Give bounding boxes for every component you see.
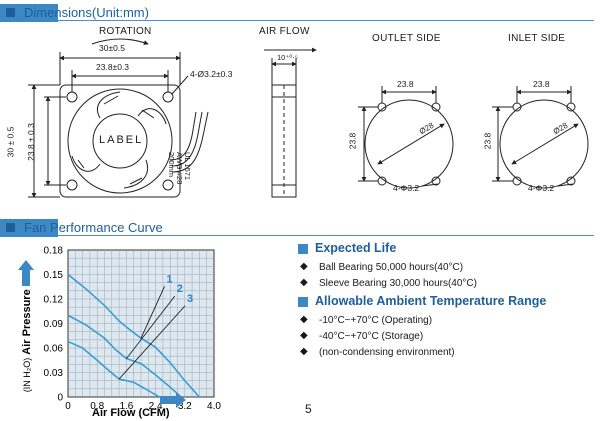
chart-ticks: 0 0.8 1.6 2.4 3.2 4.0 0 0.03 0.06 0.09 0.12 0.15 0.1… — [44, 246, 222, 413]
y-tick-label: 0.09 — [44, 319, 64, 330]
y-axis-unit: (IN H₂O) — [22, 358, 32, 393]
curve-label-1: 1 — [167, 273, 173, 285]
fan-front-view — [28, 38, 209, 198]
cable-spec: UL 1571 AWG #28 200mm — [167, 152, 192, 185]
dimension-drawings — [28, 38, 589, 198]
cable-line-1: UL 1571 — [183, 152, 192, 181]
x-tick-label: 4.0 — [207, 401, 221, 412]
ambient-item-3: (non-condensing environment) — [319, 347, 455, 358]
dimensions-section-header: Dimensions(Unit:mm) — [0, 4, 600, 22]
header-rule — [58, 20, 594, 21]
expected-life-title: Expected Life — [315, 241, 397, 255]
header-square-icon — [6, 8, 15, 17]
x-axis-arrow-icon — [160, 392, 186, 408]
ambient-title: Allowable Ambient Temperature Range — [315, 294, 547, 308]
curve-pointers: 123 — [118, 273, 193, 380]
diamond-bullet-icon: ◆ — [300, 261, 308, 272]
curve-1 — [67, 273, 200, 398]
chart-grid — [68, 250, 214, 397]
pointer-line-2 — [126, 295, 176, 359]
pointer-line-1 — [140, 286, 165, 339]
dimensions-title: Dimensions(Unit:mm) — [24, 5, 149, 20]
x-tick-label: 1.6 — [119, 401, 133, 412]
dim-30-left: 30 ± 0.5 — [5, 126, 16, 158]
performance-section-header: Fan Performance Curve — [0, 219, 600, 237]
y-tick-label: 0.18 — [44, 246, 64, 257]
inlet-side-view — [492, 86, 589, 189]
diamond-bullet-icon: ◆ — [300, 346, 308, 357]
cable-line-3: 200mm — [167, 152, 176, 178]
header-rule — [58, 235, 594, 236]
outlet-side-view — [358, 86, 454, 189]
diamond-bullet-icon: ◆ — [300, 314, 308, 325]
y-tick-label: 0.15 — [44, 270, 64, 281]
outlet-holes: 4-Φ3.2 — [393, 183, 420, 193]
y-tick-label: 0.03 — [44, 368, 64, 379]
heading-square-icon — [298, 244, 308, 254]
y-tick-label: 0.06 — [44, 344, 64, 355]
page-number: 5 — [305, 402, 312, 416]
outlet-height-dim: 23.8 — [347, 132, 358, 150]
hole-dimension: 4-Ø3.2±0.3 — [190, 69, 233, 79]
y-tick-label: 0 — [57, 393, 63, 404]
life-item-2: Sleeve Bearing 30,000 hours(40°C) — [319, 278, 477, 289]
fan-side-view — [264, 47, 317, 198]
y-tick-label: 0.12 — [44, 295, 64, 306]
inlet-holes: 4-Φ3.2 — [528, 183, 555, 193]
y-axis-label: Air Pressure — [21, 289, 33, 354]
side-thickness-dim: 10⁺⁰⋅⁵ — [277, 53, 298, 62]
rotation-label: ROTATION — [99, 26, 152, 37]
dim-23-left: 23.8 ± 0.3 — [25, 123, 36, 161]
y-axis-arrow-icon — [18, 260, 34, 286]
cable-line-2: AWG #28 — [175, 152, 184, 185]
performance-title: Fan Performance Curve — [24, 220, 163, 235]
x-axis-label: Air Flow (CFM) — [92, 407, 170, 419]
x-tick-label: 3.2 — [178, 401, 192, 412]
airflow-label: AIR FLOW — [259, 26, 310, 37]
performance-chart: 0 0.8 1.6 2.4 3.2 4.0 0 0.03 0.06 0.09 0.12 0.15 0.1… — [18, 246, 222, 419]
x-tick-label: 2.4 — [149, 401, 163, 412]
ambient-item-1: -10°C~+70°C (Operating) — [319, 315, 433, 326]
heading-square-icon — [298, 297, 308, 307]
inlet-width-dim: 23.8 — [533, 79, 550, 89]
dim-23-top: 23.8±0.3 — [96, 62, 130, 72]
outlet-width-dim: 23.8 — [397, 79, 414, 89]
curve-3 — [67, 340, 160, 398]
dim-30-top: 30±0.5 — [99, 43, 125, 53]
diamond-bullet-icon: ◆ — [300, 277, 308, 288]
inlet-height-dim: 23.8 — [482, 132, 493, 150]
outlet-side-label: OUTLET SIDE — [372, 33, 441, 44]
inlet-side-label: INLET SIDE — [508, 33, 566, 44]
fan-label-text: LABEL — [99, 134, 144, 146]
ambient-item-2: -40°C~+70°C (Storage) — [319, 331, 424, 342]
x-tick-label: 0 — [65, 401, 71, 412]
x-tick-label: 0.8 — [90, 401, 104, 412]
header-square-icon — [6, 223, 15, 232]
pointer-line-3 — [118, 305, 186, 380]
life-item-1: Ball Bearing 50,000 hours(40°C) — [319, 262, 464, 273]
curve-label-2: 2 — [177, 283, 183, 295]
curve-label-3: 3 — [187, 293, 193, 305]
diamond-bullet-icon: ◆ — [300, 330, 308, 341]
